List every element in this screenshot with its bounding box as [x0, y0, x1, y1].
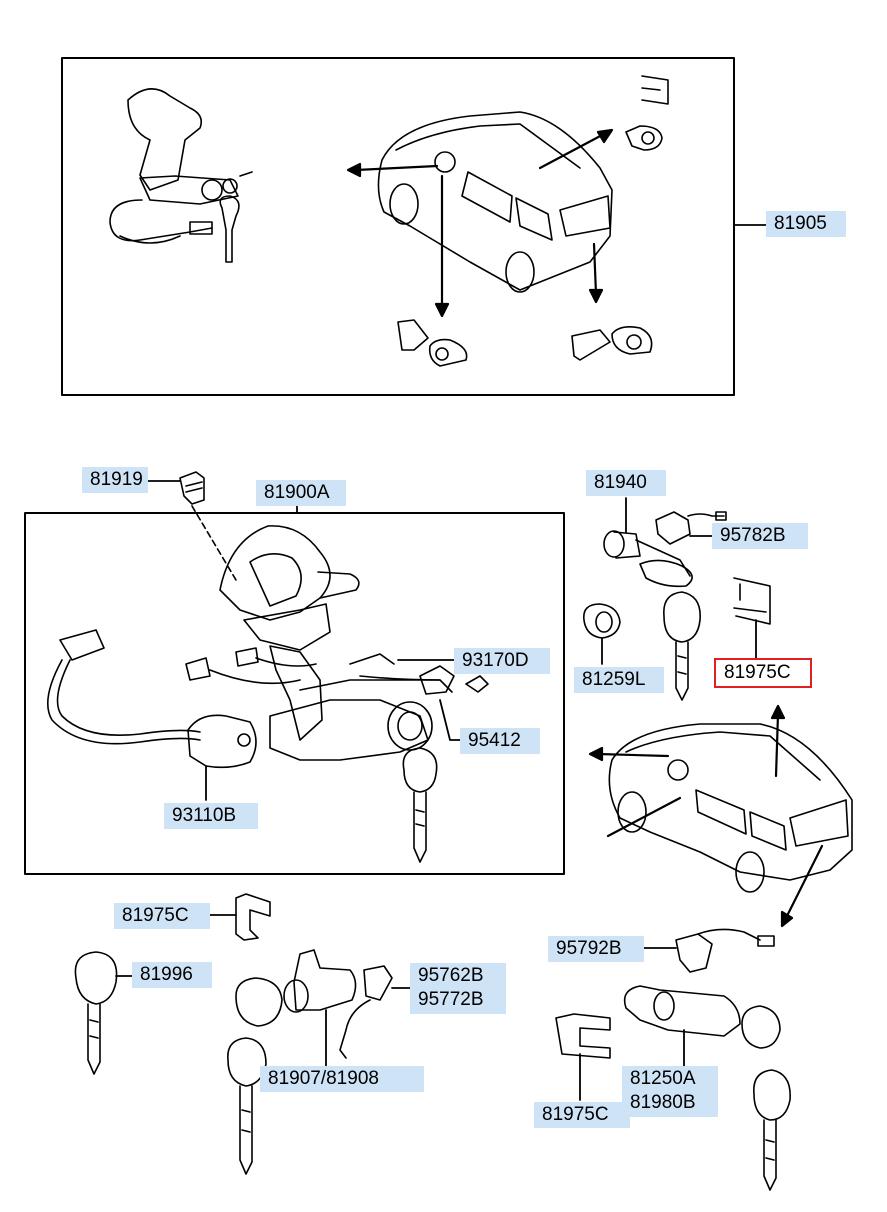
key-81996	[74, 951, 118, 1075]
ignition-switch-93110B	[187, 714, 257, 801]
cylinder-81940	[603, 497, 693, 588]
label-93110B: 93110B	[164, 803, 258, 829]
bezel-81259L	[583, 603, 621, 665]
label-81259L: 81259L	[574, 667, 664, 693]
key-right	[663, 591, 701, 701]
key-kit	[402, 747, 438, 863]
label-95762B: 95762B	[418, 965, 484, 986]
overview-small-parts	[397, 75, 669, 367]
ignition-lock-housing	[219, 525, 453, 761]
label-95792B: 95792B	[548, 936, 644, 962]
bolt-81919	[179, 471, 237, 581]
label-81919: 81919	[82, 467, 148, 493]
clip-81975C-top	[733, 577, 771, 661]
label-93170D: 93170D	[454, 648, 550, 674]
label-81980B: 81980B	[630, 1092, 696, 1113]
label-81975C-left: 81975C	[114, 903, 210, 929]
door-lock-81907	[227, 949, 393, 1175]
van-overview	[377, 111, 613, 293]
label-81250A-81980B: 81250A 81980B	[622, 1066, 718, 1117]
overview-arrows	[346, 128, 614, 318]
wiring-harness	[46, 629, 441, 745]
label-81940: 81940	[586, 470, 666, 496]
van-rear	[608, 723, 853, 893]
overview-frame	[61, 57, 735, 396]
van-rear-arrows	[588, 704, 824, 928]
label-95412: 95412	[460, 728, 540, 754]
label-95772B: 95772B	[418, 989, 484, 1010]
label-81975C-bottom: 81975C	[534, 1102, 630, 1128]
label-95762B-95772B: 95762B 95772B	[410, 963, 506, 1014]
sensor-95412	[419, 665, 489, 695]
label-81975C-highlighted: 81975C	[714, 658, 812, 688]
label-81907-81908: 81907/81908	[260, 1066, 424, 1092]
label-95782B: 95782B	[712, 523, 808, 549]
ignition-assembly-overview	[109, 88, 253, 263]
clip-81975C-bottom	[555, 1013, 611, 1101]
clip-81975C-left	[235, 893, 271, 941]
label-81905: 81905	[766, 211, 846, 237]
switch-95782B	[655, 511, 727, 545]
label-81900A: 81900A	[256, 480, 346, 506]
trunk-lock-81250A	[623, 928, 791, 1191]
label-81996: 81996	[132, 962, 212, 988]
kit-frame	[24, 512, 565, 875]
label-81250A: 81250A	[630, 1068, 696, 1089]
leader-95412	[439, 699, 461, 741]
